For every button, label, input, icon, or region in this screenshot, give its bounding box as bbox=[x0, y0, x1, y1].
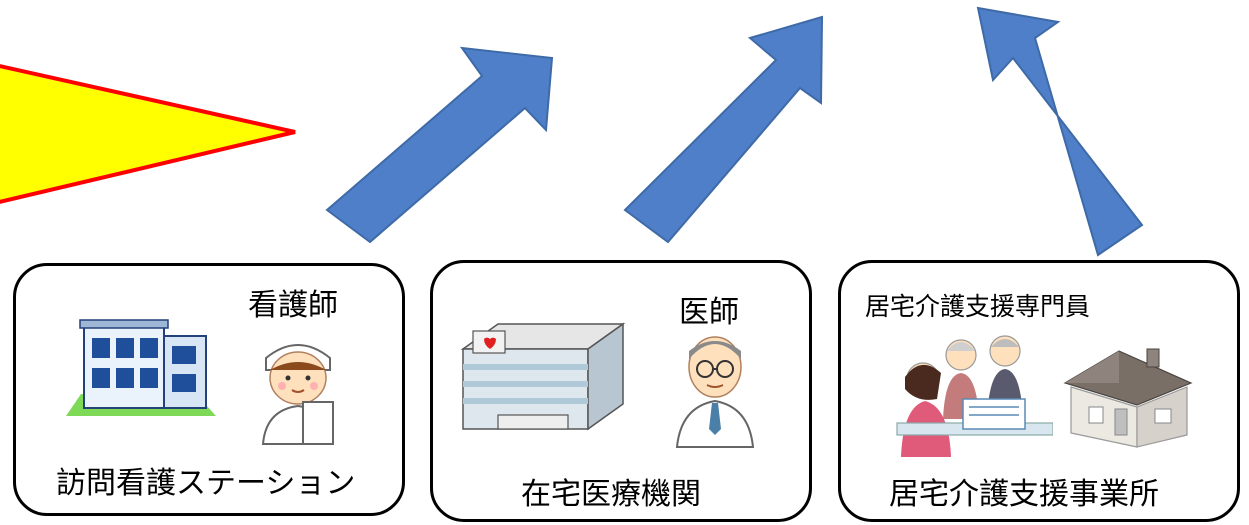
arrow-up-right-1 bbox=[325, 46, 554, 244]
care-manager-role-label: 居宅介護支援専門員 bbox=[865, 292, 1091, 321]
nurse-icon bbox=[261, 344, 335, 445]
card-care-support-office: 居宅介護支援専門員 居宅介護支援事業所 bbox=[838, 260, 1240, 522]
building-icon bbox=[66, 319, 216, 416]
hospital-icon bbox=[460, 322, 626, 431]
doctor-icon bbox=[675, 336, 755, 448]
doctor-role-label: 医師 bbox=[679, 295, 739, 330]
medical-institution-label: 在宅医療機関 bbox=[521, 477, 701, 512]
nurse-role-label: 看護師 bbox=[248, 288, 338, 323]
arrow-up-right-2 bbox=[623, 15, 824, 244]
callout-wedge bbox=[0, 64, 296, 204]
care-support-office-label: 居宅介護支援事業所 bbox=[889, 477, 1159, 512]
nursing-station-label: 訪問看護ステーション bbox=[56, 466, 356, 501]
arrow-up-left bbox=[976, 6, 1144, 257]
house-icon bbox=[1063, 348, 1193, 448]
card-medical-institution: 医師 在宅医療機関 bbox=[430, 260, 812, 522]
card-nursing-station: 看護師 訪問看護ステーション bbox=[13, 263, 405, 516]
consultation-icon bbox=[896, 335, 1053, 457]
